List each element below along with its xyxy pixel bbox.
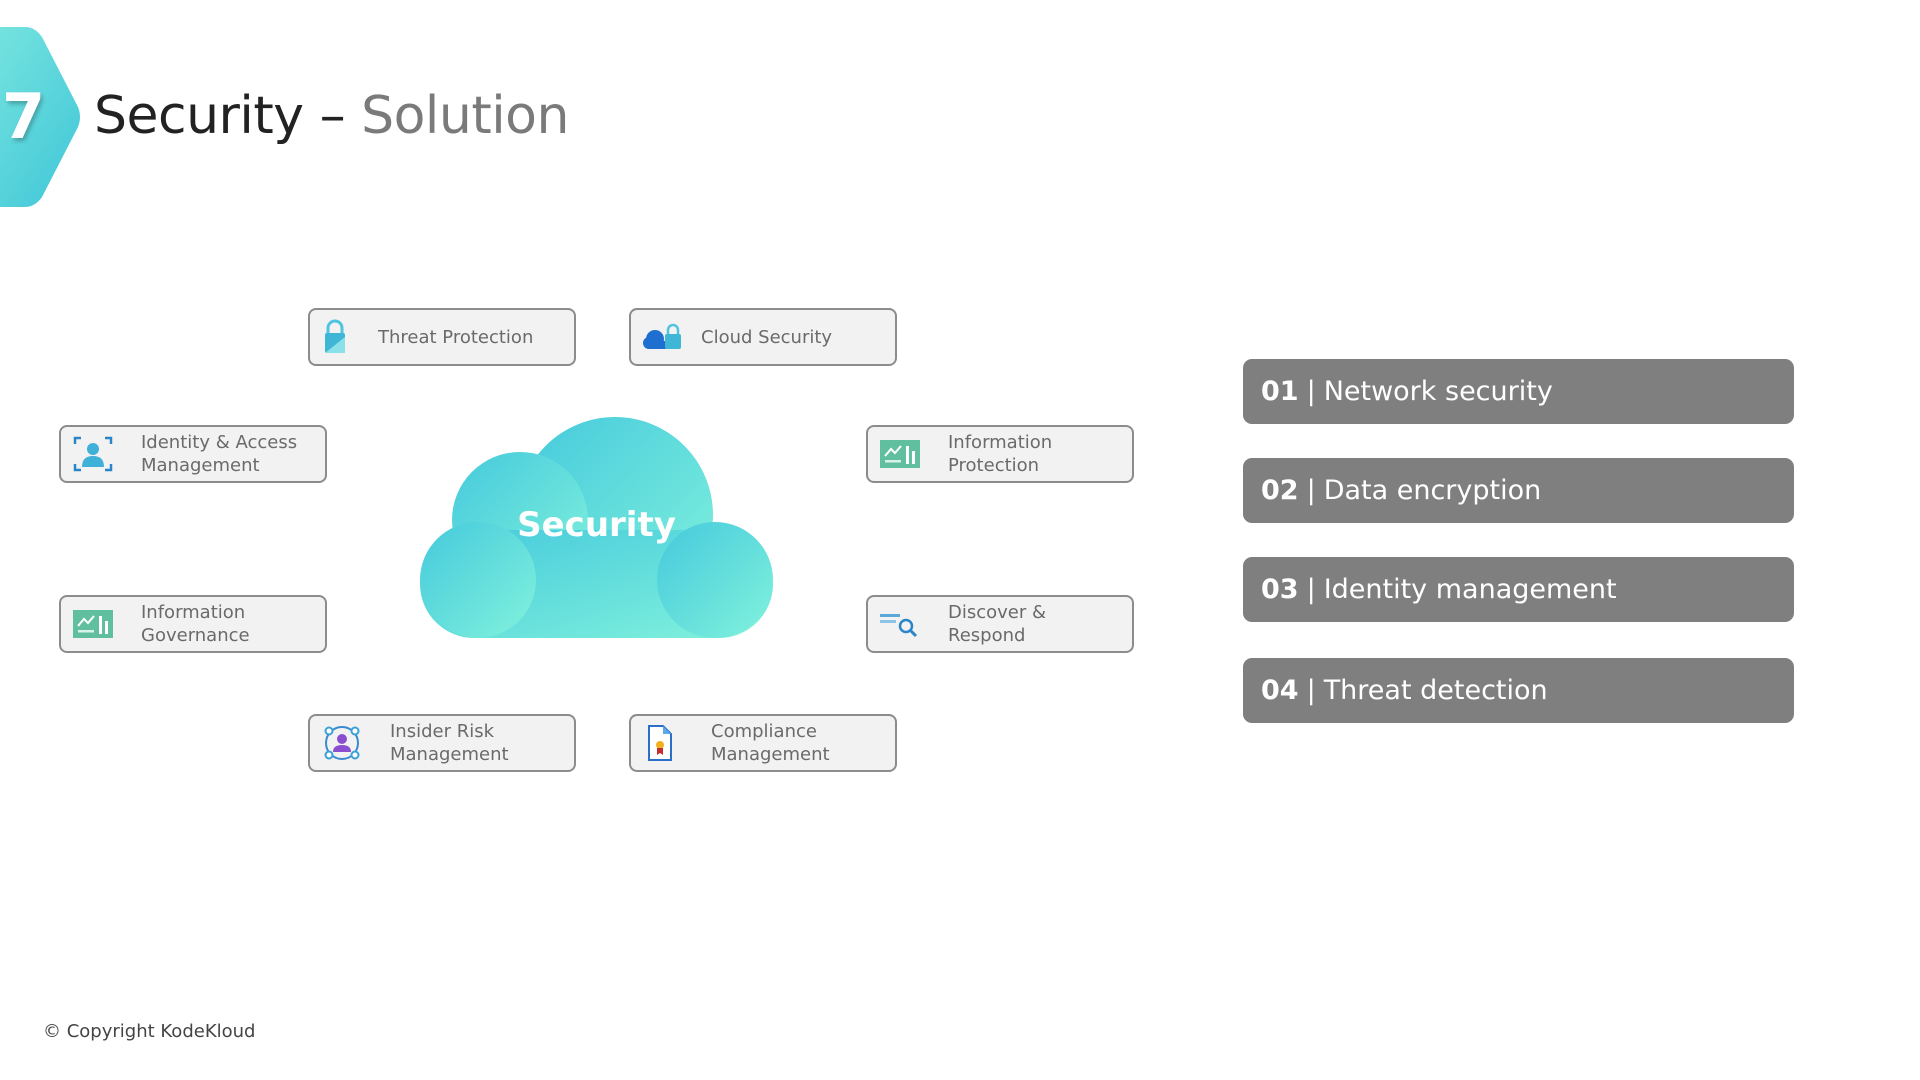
search-list-icon [880,614,918,638]
copyright: © Copyright KodeKloud [43,1021,256,1042]
list-item-identity-management: 03|Identity management [1243,557,1794,622]
cloud-lock-icon [643,323,681,349]
list-item-network-security: 01|Network security [1243,359,1794,424]
chart-icon [73,610,113,638]
user-network-icon [324,726,360,760]
box-discover-respond[interactable]: Discover & Respond [866,595,1134,653]
page-title: Security – Solution [94,86,569,146]
list-item-threat-detection: 04|Threat detection [1243,658,1794,723]
box-identity-access-management[interactable]: Identity & Access Management [59,425,327,483]
section-badge [0,27,80,207]
box-compliance-management[interactable]: Compliance Management [629,714,897,772]
center-label: Security [517,505,676,545]
chart-icon [880,440,920,468]
list-item-data-encryption: 02|Data encryption [1243,458,1794,523]
lock-icon [325,319,345,353]
security-cloud [420,417,773,638]
box-insider-risk-management[interactable]: Insider Risk Management [308,714,576,772]
user-focus-icon [73,436,113,472]
box-information-protection[interactable]: Information Protection [866,425,1134,483]
box-threat-protection[interactable]: Threat Protection [308,308,576,366]
box-cloud-security[interactable]: Cloud Security [629,308,897,366]
certificate-icon [648,725,672,761]
box-information-governance[interactable]: Information Governance [59,595,327,653]
section-number: 7 [2,80,46,153]
